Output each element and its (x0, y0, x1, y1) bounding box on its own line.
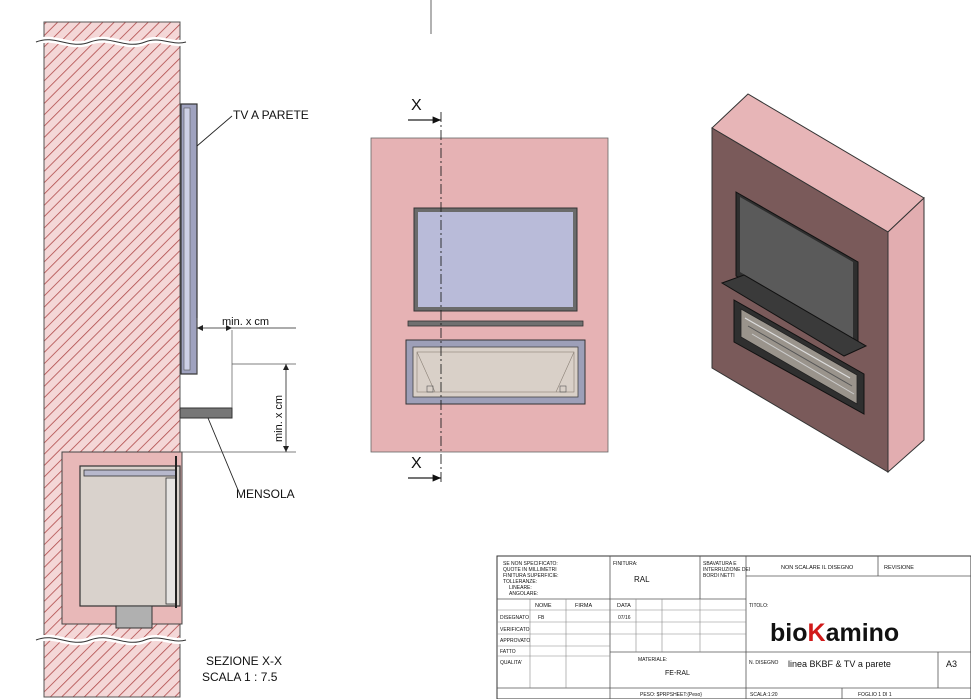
row-approved: APPROVATO (500, 638, 530, 644)
cut-marker-bottom: X (411, 455, 422, 472)
front-view: X X (370, 97, 609, 484)
title-label: TITOLO: (749, 603, 768, 609)
row-checked: VERIFICATO (500, 627, 530, 633)
drawing-no-label: N. DISEGNO (749, 660, 779, 666)
iso-tv-screen (740, 197, 853, 338)
note-line-5: LINEARE: (509, 585, 532, 591)
note-line-2: QUOTE IN MILLIMETRI (503, 567, 557, 573)
col-signature: FIRMA (575, 603, 592, 609)
fireplace-base (115, 605, 153, 629)
edges-note-2: INTERRUZIONE DEI (703, 567, 750, 573)
section-view-scale: SCALA 1 : 7.5 (202, 670, 278, 684)
drawing-title: linea BKBF & TV a parete (788, 659, 891, 669)
section-view-title: SEZIONE X-X (206, 654, 282, 668)
scale: SCALA:1:20 (750, 692, 778, 698)
sheet-size: A3 (946, 659, 957, 669)
note-line-4: TOLLERANZE: (503, 579, 537, 585)
front-fireplace-opening (412, 346, 579, 398)
cut-marker-top: X (411, 97, 422, 114)
fireplace-body (79, 465, 181, 607)
brand-logo: bioKamino (770, 619, 899, 647)
finish-value: RAL (634, 575, 650, 584)
section-view: TV A PARETE MENSOLA min. x cm min. x cm … (34, 21, 309, 698)
tv-wall-label: TV A PARETE (233, 108, 309, 122)
sheet-number: FOGLIO 1 DI 1 (858, 692, 892, 698)
iso-wall-side (887, 196, 925, 474)
dim-vertical-label: min. x cm (273, 395, 285, 442)
row-quality: QUALITA' (500, 660, 522, 666)
shelf-label: MENSOLA (236, 487, 295, 501)
do-not-scale: NON SCALARE IL DISEGNO (781, 565, 854, 571)
row-designed: DISEGNATO (500, 615, 529, 621)
isometric-view (711, 93, 925, 474)
edges-note-1: SBAVATURA E (703, 561, 737, 567)
finish-label: FINITURA: (613, 561, 637, 567)
material-label: MATERIALE: (638, 657, 667, 663)
col-date: DATA (617, 603, 631, 609)
designer-date: 07/16 (618, 615, 631, 621)
shelf-profile (179, 407, 233, 419)
note-line-1: SE NON SPECIFICATO: (503, 561, 558, 567)
designer-name: FB (538, 615, 545, 621)
front-tv-screen (418, 212, 573, 307)
weight: PESO: $PRPSHEET:{Peso} (640, 692, 702, 698)
edges-note-3: BORDI NETTI (703, 573, 735, 579)
col-name: NOME (535, 603, 552, 609)
front-shelf (407, 320, 584, 327)
row-made: FATTO (500, 649, 516, 655)
note-line-3: FINITURA SUPERFICIE: (503, 573, 559, 579)
dim-horizontal-label: min. x cm (222, 316, 269, 328)
revision-label: REVISIONE (884, 565, 914, 571)
iso-shelf (720, 274, 868, 357)
note-line-6: ANGOLARE: (509, 591, 538, 597)
title-block: SE NON SPECIFICATO: QUOTE IN MILLIMETRI … (496, 555, 971, 699)
material-value: FE-RAL (665, 670, 690, 677)
